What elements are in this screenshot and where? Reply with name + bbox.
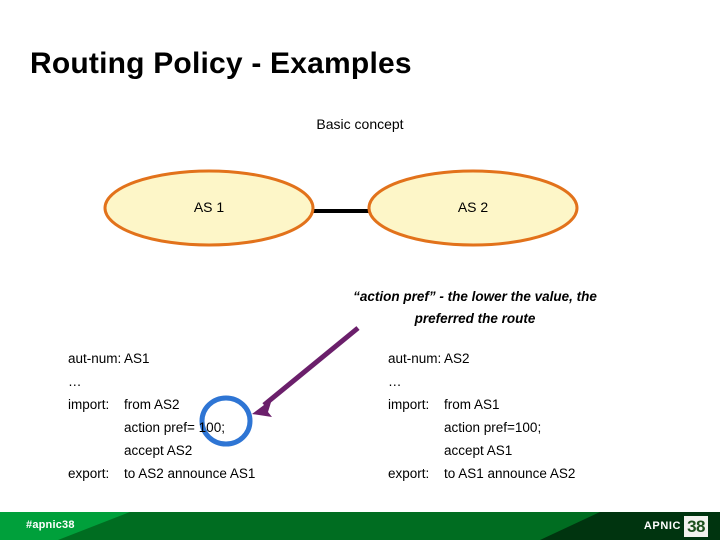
as2-policy-block: aut-num:AS2 … import: from AS1 action pre… [388,347,575,485]
code-value: accept AS2 [124,443,193,458]
footer-hashtag: #apnic38 [26,519,75,531]
code-value: action pref= 100; [124,420,225,435]
code-line: aut-num:AS2 [388,347,575,370]
code-value: accept AS1 [444,443,513,458]
code-line: aut-num:AS1 [68,347,255,370]
action-pref-annotation: “action pref” - the lower the value, the… [290,286,660,330]
as1-label: AS 1 [193,199,225,215]
apnic-logo-text: APNIC [643,520,682,532]
code-value: from AS2 [124,397,180,412]
apnic-logo: APNIC 38 [644,516,708,537]
code-value: action pref=100; [444,420,542,435]
as2-label: AS 2 [457,199,489,215]
code-key: import: [68,397,110,412]
code-value: AS2 [444,351,470,366]
code-line: … [388,370,575,393]
code-key: aut-num: [68,351,122,366]
code-line: accept AS1 [388,439,575,462]
page-title: Routing Policy - Examples [30,47,412,80]
code-value: from AS1 [444,397,500,412]
code-key: export: [68,466,110,481]
code-line: action pref= 100; [68,416,255,439]
as1-policy-block: aut-num:AS1 … import: from AS2 action pre… [68,347,255,485]
code-line: export: to AS1 announce AS2 [388,462,575,485]
code-key: aut-num: [388,351,442,366]
code-key: … [388,374,403,389]
code-key: … [68,374,83,389]
code-line: import: from AS1 [388,393,575,416]
annotation-line-1: “action pref” - the lower the value, the [353,289,597,304]
code-line: accept AS2 [68,439,255,462]
slide-subtitle: Basic concept [316,116,404,132]
code-value: to AS2 announce AS1 [124,466,256,481]
annotation-line-2: preferred the route [414,311,536,326]
code-line: import: from AS2 [68,393,255,416]
code-line: action pref=100; [388,416,575,439]
code-line: … [68,370,255,393]
code-key: export: [388,466,430,481]
code-line: export: to AS2 announce AS1 [68,462,255,485]
code-key: import: [388,397,430,412]
annotation-arrow [252,326,360,417]
slide-footer: #apnic38 APNIC 38 [0,512,720,540]
code-value: to AS1 announce AS2 [444,466,576,481]
apnic-logo-number: 38 [684,516,708,537]
code-value: AS1 [124,351,150,366]
